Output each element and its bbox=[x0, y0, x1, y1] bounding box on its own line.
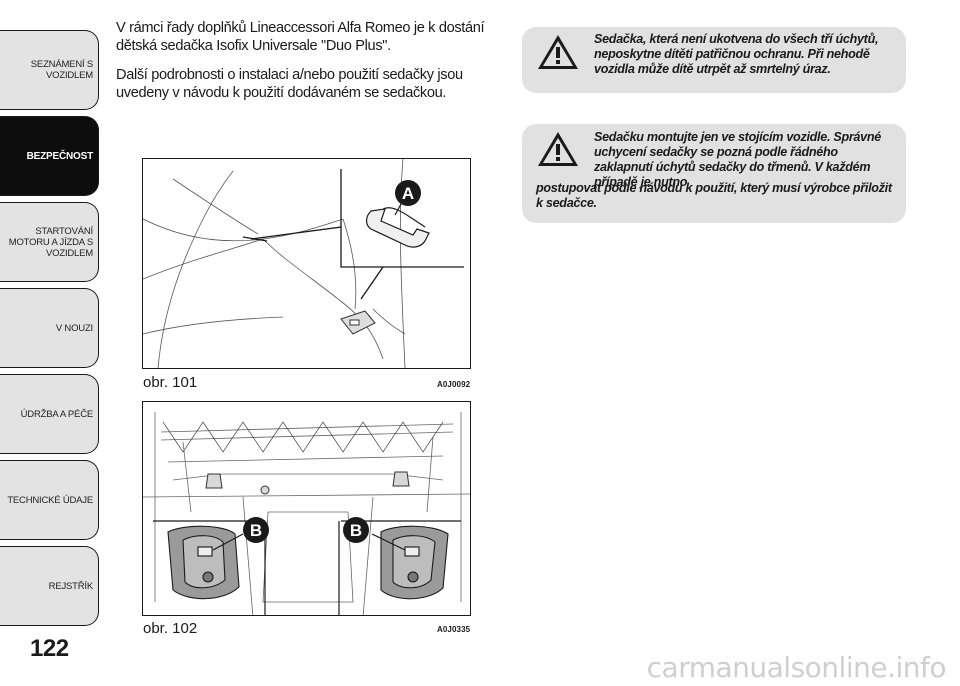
tab-udrzba[interactable]: ÚDRŽBA A PÉČE bbox=[0, 374, 99, 454]
tab-v-nouzi[interactable]: V NOUZI bbox=[0, 288, 99, 368]
trunk-anchor-illustration: B B bbox=[143, 412, 470, 615]
figure-102-code: A0J0335 bbox=[437, 625, 471, 634]
callout-a-text: A bbox=[402, 184, 414, 203]
paragraph-details: Další podrobnosti o instalaci a/nebo pou… bbox=[116, 67, 463, 101]
callout-b-right-text: B bbox=[350, 521, 362, 540]
warning-2-text-full: postupovat podle návodu k použití, který… bbox=[536, 181, 892, 210]
warning-1-text: Sedačka, která není ukotvena do všech tř… bbox=[594, 32, 879, 76]
warning-2-text-indented: Sedačku montujte jen ve stojícím vozidle… bbox=[594, 130, 881, 189]
figure-101-label: obr. 101 bbox=[143, 374, 198, 391]
warning-box-1: Sedačka, která není ukotvena do všech tř… bbox=[522, 27, 906, 93]
tab-technicke-udaje[interactable]: TECHNICKÉ ÚDAJE bbox=[0, 460, 99, 540]
callout-b-left-marker bbox=[243, 517, 269, 543]
page-number: 122 bbox=[30, 635, 69, 662]
callout-a-marker bbox=[395, 180, 421, 206]
warning-triangle-icon bbox=[538, 35, 578, 69]
figure-102-label: obr. 102 bbox=[143, 620, 198, 637]
paragraph-isofix: V rámci řady doplňků Lineaccessori Alfa … bbox=[116, 20, 485, 54]
figure-101-image: A bbox=[142, 158, 471, 369]
callout-b-right-marker bbox=[343, 517, 369, 543]
figure-101-code: A0J0092 bbox=[437, 380, 471, 389]
tab-bezpecnost[interactable]: BEZPEČNOST bbox=[0, 116, 99, 196]
warning-triangle-icon bbox=[538, 132, 578, 166]
tab-rejstrik[interactable]: REJSTŘÍK bbox=[0, 546, 99, 626]
watermark-text: carmanualsonline.info bbox=[646, 651, 947, 684]
figure-102-image: B B bbox=[142, 401, 471, 616]
warning-box-2: Sedačku montujte jen ve stojícím vozidle… bbox=[522, 124, 906, 223]
callout-b-left-text: B bbox=[250, 521, 262, 540]
seat-anchor-illustration: A bbox=[143, 159, 464, 368]
tab-seznameni[interactable]: SEZNÁMENÍ S VOZIDLEM bbox=[0, 30, 99, 110]
tab-startovani[interactable]: STARTOVÁNÍ MOTORU A JÍZDA S VOZIDLEM bbox=[0, 202, 99, 282]
